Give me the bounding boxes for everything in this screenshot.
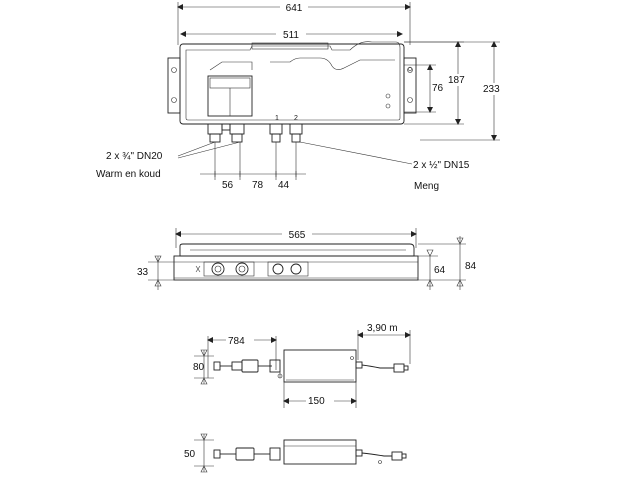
dim-78: 78 bbox=[252, 180, 264, 191]
port-1-label: 1 bbox=[275, 115, 279, 122]
inlet-spec: 2 x ¾" DN20 bbox=[106, 151, 163, 162]
dim-56: 56 bbox=[222, 180, 234, 191]
bottom-view: 50 bbox=[184, 433, 407, 473]
dim-641: 641 bbox=[286, 3, 303, 14]
dim-84: 84 bbox=[465, 261, 477, 272]
dim-64: 64 bbox=[434, 265, 446, 276]
dim-511: 511 bbox=[283, 30, 299, 41]
side-view: 565 33 64 84 bbox=[137, 228, 477, 290]
dim-233: 233 bbox=[483, 84, 500, 95]
dim-44: 44 bbox=[278, 180, 290, 191]
outlet-connectors bbox=[269, 123, 303, 143]
top-view: 641 511 bbox=[96, 1, 506, 192]
outlet-spec: 2 x ½" DN15 bbox=[413, 160, 470, 171]
inlet-desc: Warm en koud bbox=[96, 169, 161, 180]
inlet-connectors bbox=[207, 123, 245, 143]
dim-33: 33 bbox=[137, 267, 149, 278]
cable-view: 784 3,90 m 80 150 bbox=[193, 322, 411, 408]
dim-784: 784 bbox=[228, 336, 245, 347]
dim-3-90-m: 3,90 m bbox=[367, 323, 398, 334]
dim-187: 187 bbox=[448, 75, 465, 86]
dim-565: 565 bbox=[289, 230, 306, 241]
dim-150: 150 bbox=[308, 396, 325, 407]
port-2-label: 2 bbox=[294, 115, 298, 122]
dim-80: 80 bbox=[193, 362, 205, 373]
dim-76: 76 bbox=[432, 83, 444, 94]
outlet-desc: Meng bbox=[414, 181, 439, 192]
dim-50: 50 bbox=[184, 449, 196, 460]
